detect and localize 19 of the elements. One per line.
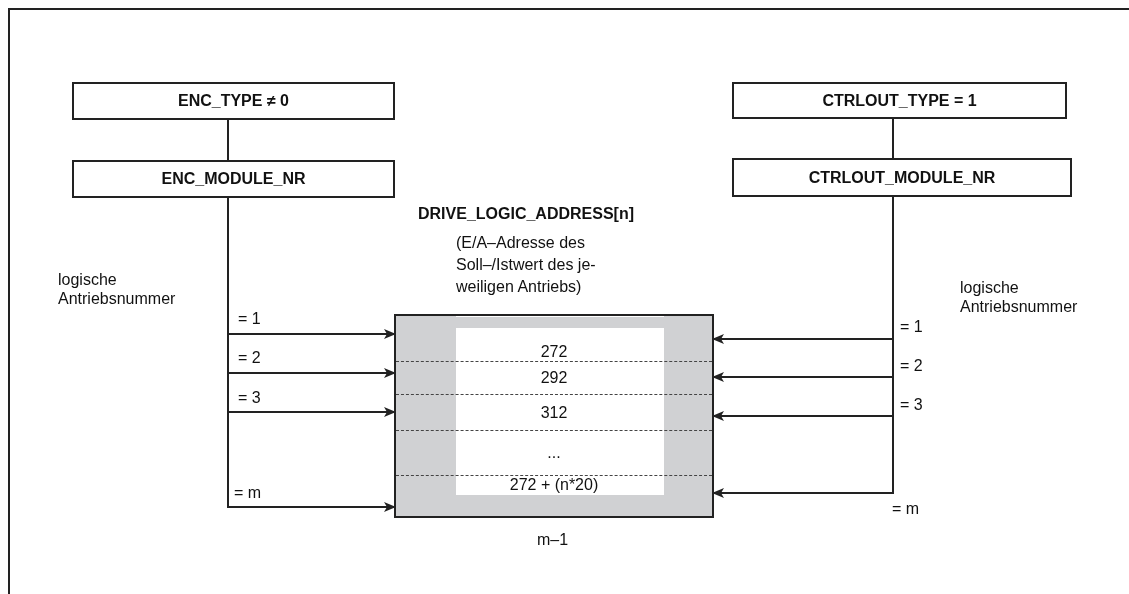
parameter-box: CTRLOUT_MODULE_NR — [732, 158, 1072, 197]
address-value: 272 + (n*20) — [508, 476, 600, 494]
axis-note: logische Antriebsnummer — [960, 278, 1079, 316]
parameter-box: CTRLOUT_TYPE = 1 — [732, 82, 1067, 119]
address-row — [396, 430, 712, 475]
connector-line — [227, 119, 229, 161]
row-count-caption: m–1 — [537, 531, 569, 549]
axis-note: logische Antriebsnummer — [58, 270, 177, 308]
address-value: 312 — [539, 403, 569, 422]
address-value: 272 — [539, 343, 569, 361]
table-description: (E/A–Adresse des Soll–/Istwert des je- weiligen Antriebs) — [456, 233, 597, 297]
parameter-box: ENC_TYPE ≠ 0 — [72, 82, 395, 120]
parameter-box: ENC_MODULE_NR — [72, 160, 395, 198]
address-value: 292 — [539, 369, 569, 387]
address-row — [396, 394, 712, 430]
connector-line — [892, 118, 894, 159]
table-heading: DRIVE_LOGIC_ADDRESS[n] — [418, 205, 635, 223]
address-value: ... — [546, 444, 562, 462]
address-row — [396, 361, 712, 394]
